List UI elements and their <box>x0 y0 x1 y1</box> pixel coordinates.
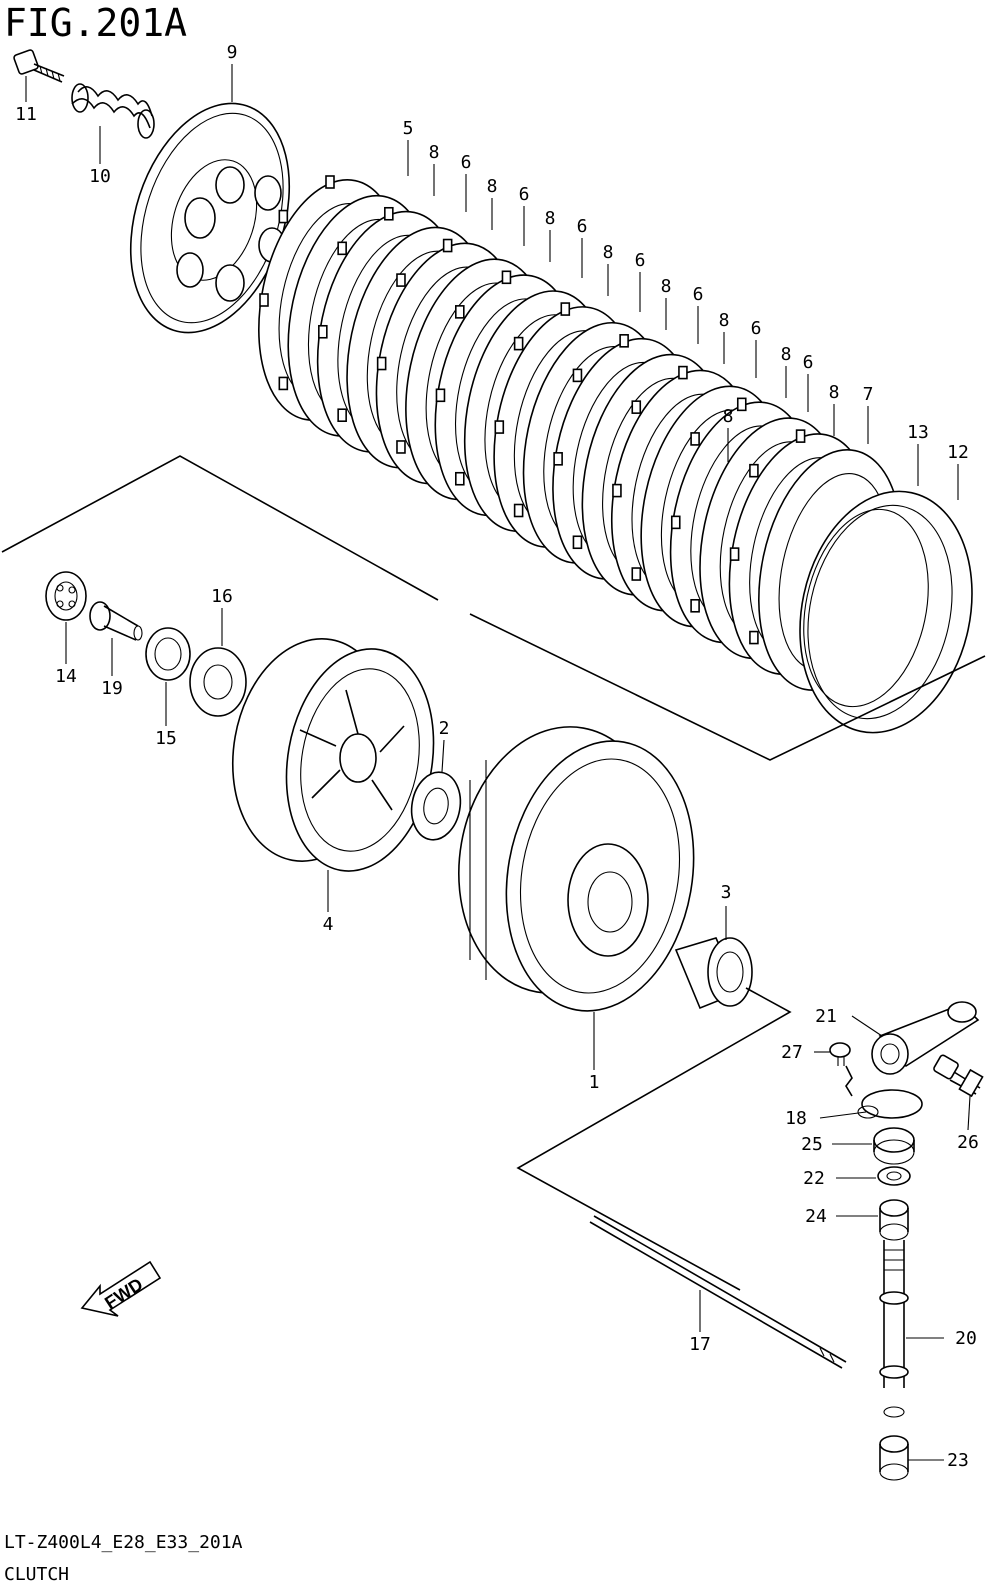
callout-number: 8 <box>603 242 614 263</box>
clutch-housing <box>458 726 695 1012</box>
lock-washer <box>189 647 247 717</box>
callout-number: 6 <box>803 352 814 373</box>
callout-number: 16 <box>211 586 233 607</box>
callout-number: 6 <box>751 318 762 339</box>
callout-number: 17 <box>689 1334 711 1355</box>
section-name: CLUTCH <box>4 1564 69 1585</box>
callout-number: 6 <box>461 152 472 173</box>
figure-title: FIG.201A <box>4 1 187 45</box>
needle-bearing-lower <box>879 1435 909 1481</box>
housing-spacer <box>674 937 753 1010</box>
callout-number: 5 <box>403 118 414 139</box>
push-piece <box>89 601 143 641</box>
bearing <box>45 571 87 621</box>
model-code: LT-Z400L4_E28_E33_201A <box>4 1532 243 1553</box>
arm-washer <box>857 1089 923 1119</box>
callout-number: 8 <box>429 142 440 163</box>
callout-number: 6 <box>577 216 588 237</box>
assembly-outline <box>1 455 986 761</box>
thrust-washer <box>410 771 462 841</box>
callout-number: 8 <box>487 176 498 197</box>
release-shaft <box>879 1240 909 1418</box>
arm-screw <box>829 1042 853 1097</box>
arm-bolt <box>933 1054 984 1098</box>
callout-number: 11 <box>15 104 37 125</box>
callout-number: 26 <box>957 1132 979 1153</box>
callout-number: 2 <box>439 718 450 739</box>
shaft-outline <box>516 987 792 1291</box>
callout-number: 25 <box>801 1134 823 1155</box>
callout-number: 27 <box>781 1042 803 1063</box>
callout-number: 8 <box>661 276 672 297</box>
callout-number: 6 <box>519 184 530 205</box>
callout-number: 6 <box>693 284 704 305</box>
release-washer <box>877 1166 911 1186</box>
callout-labels: 1234566666667888888888910111213141516171… <box>15 42 979 1471</box>
leader-line <box>851 1015 883 1037</box>
pressure-plate <box>129 102 291 334</box>
callout-number: 19 <box>101 678 123 699</box>
callout-number: 24 <box>805 1206 827 1227</box>
callout-number: 18 <box>785 1108 807 1129</box>
oil-seal <box>873 1127 915 1165</box>
spring-bolt <box>13 49 65 83</box>
callout-number: 8 <box>829 382 840 403</box>
callout-number: 21 <box>815 1006 837 1027</box>
callout-leaders <box>25 64 971 1461</box>
push-rod <box>589 1215 847 1369</box>
callout-number: 9 <box>227 42 238 63</box>
callout-number: 15 <box>155 728 177 749</box>
callout-number: 4 <box>323 914 334 935</box>
callout-number: 3 <box>721 882 732 903</box>
callout-number: 8 <box>719 310 730 331</box>
callout-number: 8 <box>781 344 792 365</box>
leader-line <box>441 739 445 773</box>
callout-number: 1 <box>589 1072 600 1093</box>
callout-number: 8 <box>545 208 556 229</box>
callout-number: 14 <box>55 666 77 687</box>
leader-line <box>819 1111 867 1119</box>
callout-number: 12 <box>947 442 969 463</box>
callout-number: 7 <box>863 384 874 405</box>
fwd-arrow-icon: FWD <box>80 1260 162 1317</box>
callout-number: 8 <box>723 406 734 427</box>
callout-number: 23 <box>947 1450 969 1471</box>
needle-bearing-upper <box>879 1199 909 1241</box>
clutch-spring <box>71 83 155 139</box>
clutch-sleeve-hub <box>799 490 973 734</box>
leader-line <box>967 1095 971 1131</box>
hub-nut <box>145 627 191 681</box>
sleeve-hub <box>231 638 435 872</box>
release-arm <box>871 1001 980 1075</box>
callout-number: 20 <box>955 1328 977 1349</box>
callout-number: 22 <box>803 1168 825 1189</box>
callout-number: 10 <box>89 166 111 187</box>
callout-number: 13 <box>907 422 929 443</box>
callout-number: 6 <box>635 250 646 271</box>
